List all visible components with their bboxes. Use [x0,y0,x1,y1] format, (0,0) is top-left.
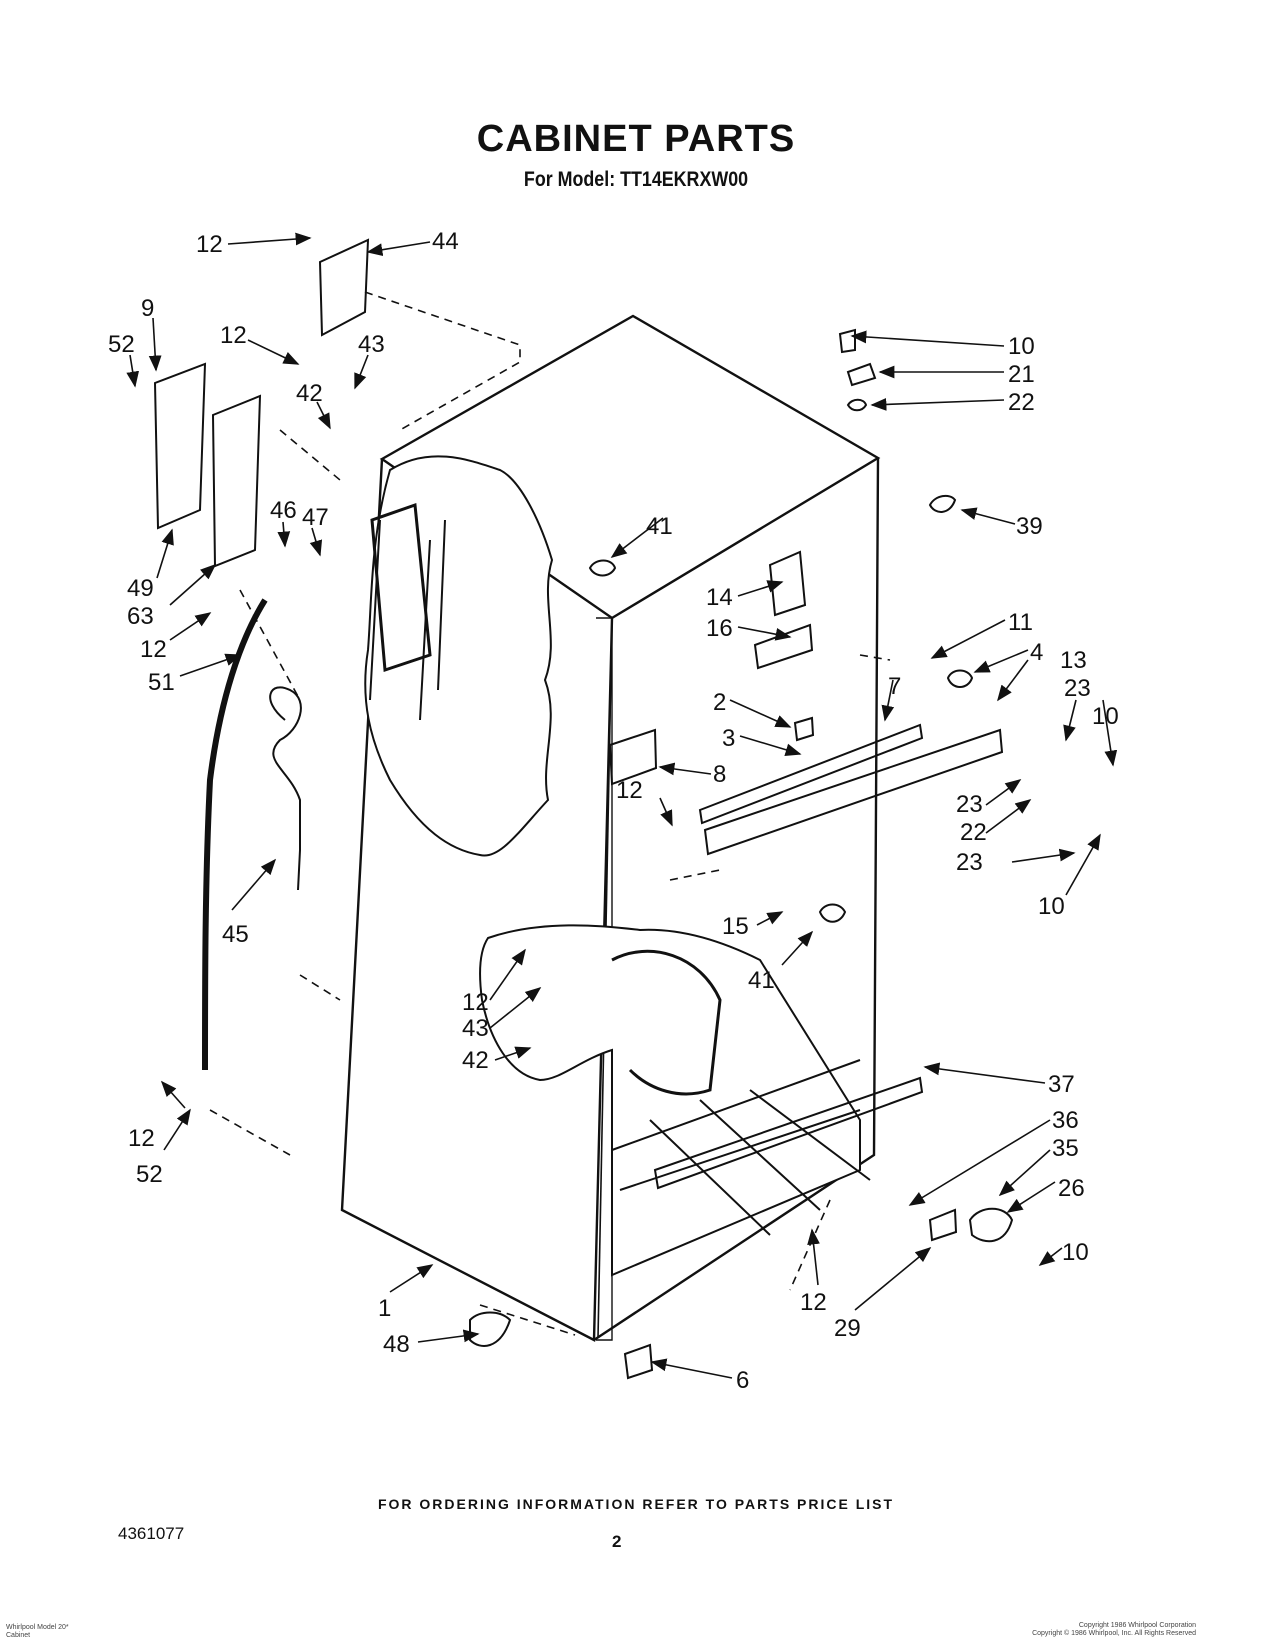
callout-29: 29 [834,1315,861,1342]
footer-copyright-line1: Copyright 1986 Whirlpool Corporation [1078,1622,1196,1629]
callout-35: 41 [748,967,775,994]
compressor-housing [611,949,722,1096]
callout-51: 51 [148,669,175,696]
callout-57: 52 [108,331,135,358]
callout-labels: 12 44 9 12 43 52 42 46 47 49 63 12 51 45… [108,228,1119,1394]
callout-10: 10 [1062,1239,1089,1266]
callout-21: 22 [960,819,987,846]
washer-18 [846,398,868,412]
callout-46: 46 [270,497,297,524]
footer-small-left-line1: Whirlpool Model 20* [6,1624,69,1631]
footer-small-left: Whirlpool Model 20* Cabinet [6,1624,69,1640]
page-number: 2 [612,1532,622,1551]
callout-32: 37 [1048,1071,1075,1098]
callout-10: 10 [1092,703,1119,730]
callout-14: 14 [706,584,733,611]
callout-41: 12 [616,777,643,804]
leader-arrows [126,232,1118,1379]
callout-36: 41 [646,513,673,540]
callout-18: 22 [1008,389,1035,416]
callout-30: 35 [1052,1135,1079,1162]
callout-2: 2 [713,689,726,716]
footer-small-left-line2: Cabinet [6,1632,31,1639]
control-bracket-49 [153,362,207,530]
cap-35 [818,903,847,923]
cabinet-right-side [593,457,880,1342]
callout-52: 52 [136,1161,163,1188]
callout-31: 36 [1052,1107,1079,1134]
callout-39: 44 [432,228,459,255]
trim-32 [653,1076,924,1190]
callout-34: 39 [1016,513,1043,540]
callout-41: 12 [220,322,247,349]
callout-23: 23 [1064,675,1091,702]
callout-3: 3 [722,725,735,752]
part-details [153,238,1014,1380]
callout-1: 1 [378,1295,391,1322]
hinge-bracket-8 [608,728,658,786]
callout-41: 12 [140,636,167,663]
power-cord-44 [269,686,302,891]
callout-10: 10 [1008,333,1035,360]
callout-44: 45 [222,921,249,948]
hinge-rail-7 [698,723,924,825]
callout-48: 48 [383,1331,410,1358]
bracket-14 [768,550,807,617]
light-shield-39 [318,238,370,337]
callout-41: 12 [196,231,223,258]
bracket-16 [753,623,814,670]
leveler-48 [469,1311,512,1347]
document-number: 4361077 [118,1524,185,1543]
callout-45: 43 [358,331,385,358]
screw-10-top [838,328,856,354]
callout-6: 6 [736,1367,749,1394]
callout-43: 43 [462,1015,489,1042]
freezer-channel [370,502,432,673]
callout-17: 21 [1008,361,1035,388]
hinge-pin-17 [846,362,877,387]
plug-36 [588,559,617,577]
top-cutaway [364,455,554,857]
callout-13: 13 [1060,647,1087,674]
model-subtitle: For Model: TT14EKRXW00 [523,168,749,191]
callout-49: 49 [127,575,154,602]
callout-16: 16 [706,615,733,642]
footer-copyright-line2: Copyright © 1986 Whirlpool, Inc. All Rig… [1032,1630,1196,1637]
callout-41: 12 [128,1125,155,1152]
ordering-note: FOR ORDERING INFORMATION REFER TO PARTS … [377,1496,895,1512]
callout-7: 7 [888,673,901,700]
callout-63: 63 [127,603,154,630]
callout-42: 42 [462,1047,489,1074]
clip-29 [928,1208,958,1242]
callout-41: 12 [462,989,489,1016]
footer-copyright: Copyright 1986 Whirlpool Corporation Cop… [1032,1622,1196,1638]
dashed-guides [209,291,891,1336]
callout-11: 11 [1008,609,1033,636]
callout-23: 23 [956,849,983,876]
callout-9: 9 [141,295,154,322]
drain-tube-51 [202,598,268,1071]
callout-10: 10 [1038,893,1065,920]
button-4 [946,669,974,688]
plug-34 [928,494,957,513]
callout-8: 8 [713,761,726,788]
page-title: CABINET PARTS [476,118,796,160]
callout-26: 26 [1058,1175,1085,1202]
callout-37: 42 [296,380,323,407]
callout-47: 47 [302,504,329,531]
roller-26 [968,1207,1014,1243]
inner-liner-left [369,519,446,721]
callout-4: 4 [1030,639,1043,666]
cabinet-shell [340,314,881,1342]
floor-ribs [611,1059,871,1236]
callout-12: 12 [800,1289,827,1316]
base-plate-6 [623,1343,654,1380]
bottom-cutaway [479,924,861,1277]
callout-15: 15 [722,913,749,940]
strike-2 [793,716,815,742]
gasket-63 [211,394,262,568]
hinge-assy-13 [703,728,1004,856]
callout-22: 23 [956,791,983,818]
